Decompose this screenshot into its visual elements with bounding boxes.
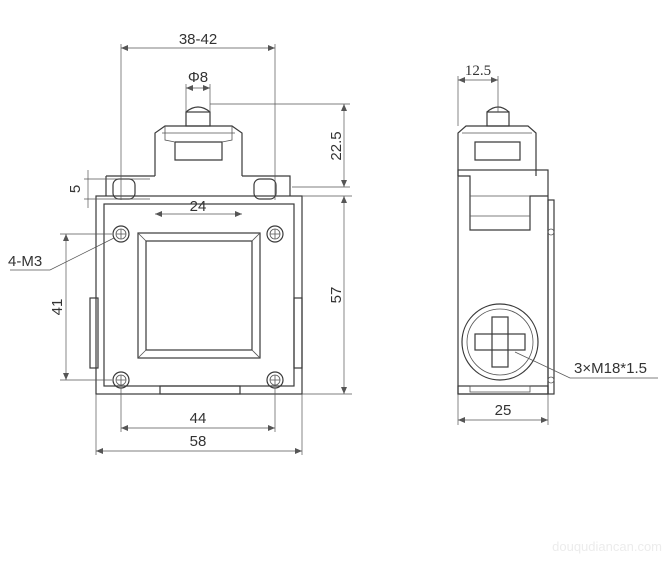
- front-view: 38-42 Φ8 22.5 5 24 4-M3 57 41 44 58: [8, 31, 352, 455]
- label-mount-holes: 4-M3: [8, 253, 42, 270]
- dim-body-height: 57: [328, 287, 345, 304]
- dim-body-width: 58: [190, 433, 207, 450]
- dim-plunger-dia: Φ8: [188, 69, 208, 86]
- side-view: 12.5 3×M18*1.5 25: [457, 63, 658, 425]
- screw-icon: [112, 225, 130, 243]
- screw-icon: [266, 225, 284, 243]
- watermark: douqudiancan.com: [552, 539, 662, 554]
- dim-width-holes: 38-42: [179, 31, 217, 48]
- dim-hole-spacing-v: 41: [49, 299, 66, 316]
- label-conduit: 3×M18*1.5: [574, 360, 647, 377]
- dim-plunger-offset: 12.5: [465, 63, 491, 79]
- dim-hole-spacing-h: 44: [190, 410, 207, 427]
- plunger: [185, 111, 211, 127]
- dim-slot: 5: [67, 185, 84, 193]
- dim-head-width: 24: [190, 198, 207, 215]
- window-frame: [137, 232, 261, 359]
- dim-plunger-height: 22.5: [328, 131, 345, 160]
- head-outline: [154, 125, 243, 176]
- side-body: [457, 169, 549, 395]
- conduit-gland-icon: [461, 303, 539, 381]
- dim-depth: 25: [495, 402, 512, 419]
